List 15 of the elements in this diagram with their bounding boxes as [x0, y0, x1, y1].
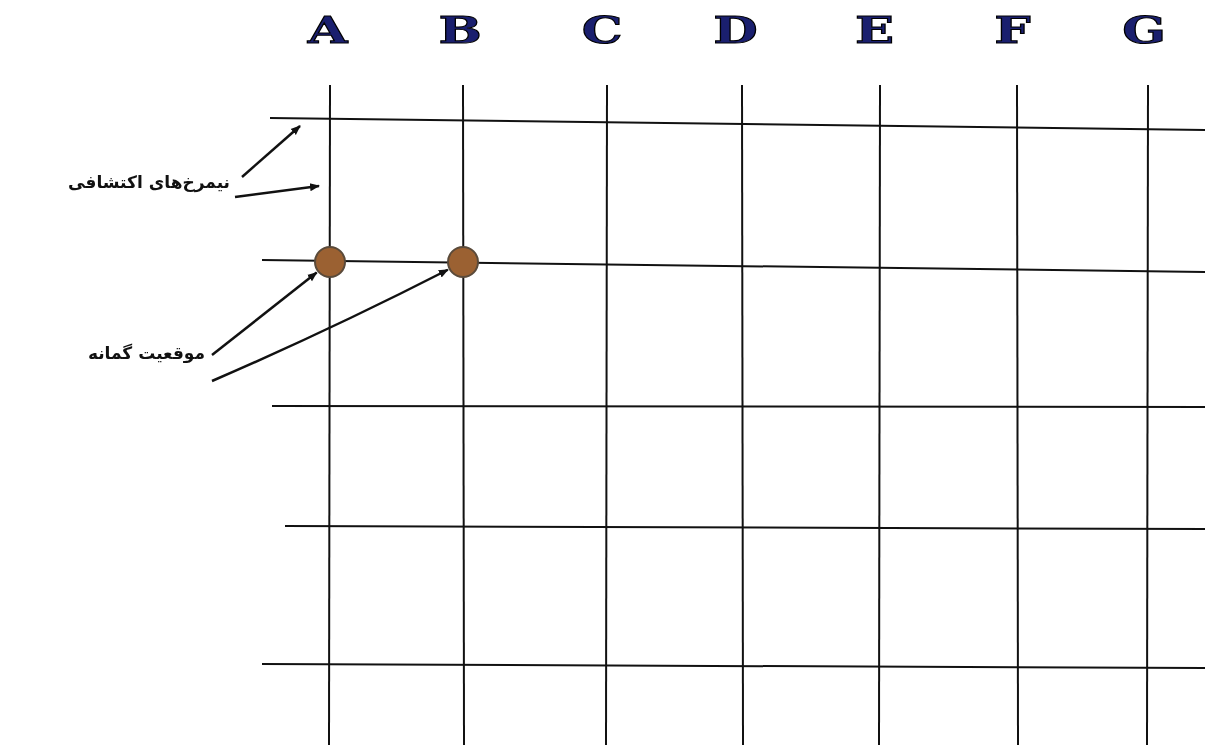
callout-text: موقعیت گمانه [87, 343, 205, 363]
column-letter: G [1122, 10, 1167, 50]
leader-arrow [211, 268, 449, 383]
leader-arrow [234, 183, 320, 199]
callout-text: نیمرخ‌های اکتشافی [68, 172, 230, 192]
column-letter: D [713, 10, 758, 50]
column-letter: E [855, 10, 895, 50]
borehole-dot [447, 246, 479, 278]
column-letter: C [581, 10, 623, 50]
column-letter: F [994, 10, 1031, 50]
column-letter: A [307, 10, 348, 50]
leader-arrow [241, 125, 301, 178]
leader-arrow [211, 271, 318, 356]
borehole-dot [314, 246, 346, 278]
column-letter: B [438, 10, 483, 50]
